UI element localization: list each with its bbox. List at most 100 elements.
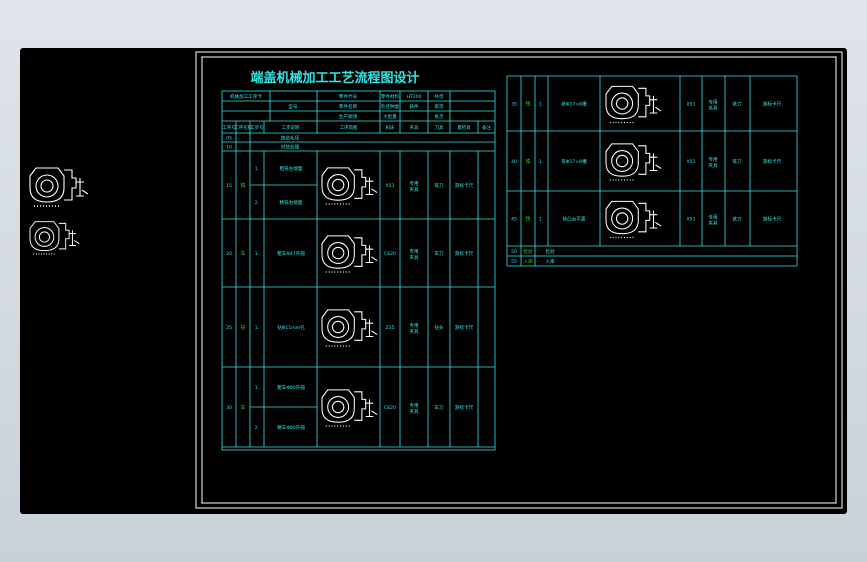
op-fixture-a: 专用 <box>708 156 718 163</box>
op-machine: C620 <box>384 405 396 411</box>
op-fixture-a: 专用 <box>708 214 718 221</box>
op-machine: X51 <box>687 217 696 223</box>
part-outline <box>29 167 65 203</box>
op-sketch <box>321 309 378 347</box>
part-outline <box>605 143 639 177</box>
stray-sketch-top <box>29 167 89 207</box>
part-bore-outer <box>327 396 350 418</box>
step-text: 精铣右端面 <box>280 199 303 206</box>
part-bore-inner <box>40 179 54 193</box>
part-bore-inner <box>38 231 51 243</box>
op-fixture-a: 专用 <box>409 180 419 187</box>
op-name: 铣 <box>525 101 530 108</box>
step-number: 1. <box>255 325 259 331</box>
part-boss <box>354 169 367 199</box>
column-header-3: 工步说明 <box>282 124 300 131</box>
tail-op-no: 55 <box>511 259 517 265</box>
op-name: 钻 <box>240 324 245 331</box>
column-header-8: 量检具 <box>457 124 471 131</box>
header-sheet-total: 共页 <box>434 93 444 100</box>
part-bore-outer <box>611 92 634 115</box>
part-boss <box>64 169 77 201</box>
column-header-1: 工序名称 <box>234 124 252 131</box>
op-name: 车 <box>240 404 245 411</box>
step-text: 精车Φ80外圆 <box>277 424 305 431</box>
tail-op-no: 50 <box>511 249 517 255</box>
op-number: 15 <box>226 183 232 189</box>
op-gauge: 游标卡尺 <box>455 404 474 411</box>
step-text: 钻Φ11mm孔 <box>277 324 305 331</box>
part-bore-outer <box>35 174 59 198</box>
op-sketch <box>605 85 662 124</box>
step-number: 2. <box>255 425 259 431</box>
op-gauge: 游标卡尺 <box>763 216 782 223</box>
header-material-label: 零件材料 <box>381 93 400 100</box>
drawing-title: 端盖机械加工工艺流程图设计 <box>250 70 419 86</box>
op-gauge: 游标卡尺 <box>455 250 474 257</box>
header-card-name: 机械加工工序卡 <box>230 93 263 100</box>
part-bore-inner <box>331 246 345 260</box>
part-bore-inner <box>331 400 345 414</box>
stray-part-sketches <box>29 167 89 255</box>
op-machine: Z35 <box>386 325 395 331</box>
op-name: 铣 <box>525 216 530 223</box>
part-dimension-marks <box>365 399 378 418</box>
op-number: 30 <box>226 405 232 411</box>
op-sketch <box>605 200 662 239</box>
op-fixture-a: 专用 <box>708 99 718 106</box>
part-dimension-marks <box>365 177 378 196</box>
op-tool: 铣刀 <box>732 101 742 108</box>
part-bore-outer <box>611 150 634 172</box>
header-blank-label: 毛坯种类 <box>381 103 400 110</box>
op-tool: 铣刀 <box>732 216 742 223</box>
part-dimension-marks <box>69 230 80 246</box>
part-bore-inner <box>331 178 345 192</box>
column-header-7: 刀具 <box>435 125 444 131</box>
op-number: 40 <box>511 159 517 165</box>
part-dimension-marks <box>365 319 378 338</box>
step-number: 1. <box>255 385 259 391</box>
op-fixture-b: 夹具 <box>708 105 718 112</box>
sheet-inner-frame <box>201 56 837 504</box>
op-tool: 铣刀 <box>732 158 742 165</box>
column-header-0: 工序号 <box>222 124 236 131</box>
op-name: 车 <box>240 250 245 257</box>
op-tool: 车刀 <box>434 404 444 411</box>
prep-op-text: 时效处理 <box>281 144 300 151</box>
op-tool: 车刀 <box>434 250 444 257</box>
stray-sketch-bottom <box>29 221 80 255</box>
op-fixture-b: 夹具 <box>708 162 718 169</box>
op-number: 45 <box>511 217 517 223</box>
part-outline <box>605 85 639 120</box>
op-fixture-b: 夹具 <box>409 186 419 193</box>
step-number: 1. <box>539 102 543 108</box>
part-outline <box>29 221 60 252</box>
step-text: 粗铣左端面 <box>280 165 303 172</box>
part-bore-outer <box>34 227 55 247</box>
part-boss <box>354 391 367 421</box>
tail-op-name: 检验 <box>523 248 533 255</box>
step-text: 铣凸台平面 <box>563 216 586 223</box>
sheet-outer-frame <box>195 51 843 509</box>
part-boss <box>354 311 367 341</box>
tail-op-text: 入库 <box>545 258 555 265</box>
part-dimension-marks <box>365 245 378 264</box>
header-part-code: 零件代号 <box>339 93 358 100</box>
part-dimension-marks <box>649 95 662 114</box>
op-machine: X51 <box>687 159 696 165</box>
part-outline <box>605 200 639 235</box>
op-number: 35 <box>511 102 517 108</box>
op-fixture-b: 夹具 <box>409 408 419 415</box>
op-name: 铣 <box>240 182 245 189</box>
column-header-6: 夹具 <box>410 124 419 131</box>
part-boss <box>638 202 651 233</box>
step-text: 铣Φ17×8槽 <box>561 158 587 165</box>
column-header-2: 工步号 <box>250 125 264 131</box>
part-dimension-marks <box>76 178 89 197</box>
part-dimension-marks <box>649 210 662 229</box>
prep-op-no: 05 <box>226 136 232 142</box>
op-machine: C620 <box>384 251 396 257</box>
